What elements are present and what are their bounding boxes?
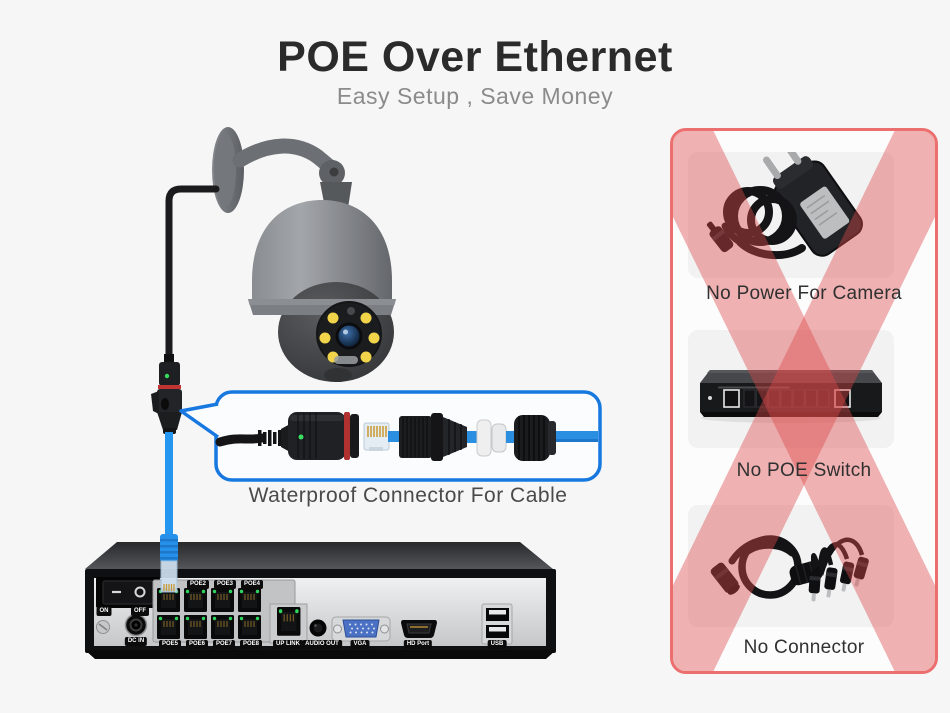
callout-bubble	[179, 390, 602, 482]
warning-panel: No Power For Camera No	[670, 128, 938, 674]
poe-port-5	[156, 614, 181, 640]
hdmi-port	[401, 620, 437, 638]
nvr-top-face	[85, 542, 553, 569]
nvr-label-poe5: POE5	[158, 640, 182, 649]
waterproof-connector-icon	[151, 354, 182, 434]
power-adapter-icon	[706, 152, 863, 260]
nvr-label-poe6: POE6	[185, 640, 209, 649]
poe-port-3	[210, 587, 235, 613]
nvr-label-poe2: POE2	[186, 580, 210, 589]
nvr-illustration	[85, 542, 556, 659]
poe-port-4	[237, 587, 262, 613]
page-title: POE Over Ethernet	[277, 33, 673, 81]
nvr-label-vga: VGA	[350, 640, 370, 649]
wall-mount-arm	[232, 138, 344, 180]
page-subtitle: Easy Setup , Save Money	[336, 83, 614, 109]
poe-port-2	[183, 587, 208, 613]
callout-label: Waterproof Connector For Cable	[248, 484, 568, 507]
camera-dome	[252, 200, 392, 304]
connector-assembly-icon	[215, 412, 598, 461]
poe-port-8	[237, 614, 262, 640]
vga-port	[331, 616, 391, 642]
warning-item-splitter	[688, 505, 894, 627]
ptz-camera-illustration	[212, 127, 396, 382]
ground-screw	[96, 620, 110, 634]
nvr-label-dc-in: DC IN	[124, 637, 148, 646]
warning-label-splitter: No Connector	[743, 637, 865, 658]
nvr-label-usb: USB	[487, 640, 507, 649]
nvr-label-poe8: POE8	[239, 640, 263, 649]
poe-switch-icon	[700, 370, 882, 423]
camera-cable	[165, 185, 220, 364]
nvr-label-uplink: UP LINK	[273, 640, 303, 649]
uplink-port	[276, 606, 302, 637]
dc-splitter-icon	[710, 535, 870, 602]
poe-port-6	[183, 614, 208, 640]
audio-out-jack	[309, 619, 327, 637]
warning-label-switch: No POE Switch	[736, 460, 872, 481]
warning-item-switch	[688, 330, 894, 448]
nvr-label-on: ON	[96, 607, 112, 616]
rj45-plug-icon	[160, 534, 178, 593]
camera-lens	[316, 301, 382, 367]
nvr-label-off: OFF	[131, 607, 149, 616]
nvr-label-hd-port: HD Port	[403, 640, 433, 649]
poe-port-7	[210, 614, 235, 640]
warning-label-power: No Power For Camera	[706, 283, 902, 304]
nvr-label-poe3: POE3	[213, 580, 237, 589]
power-switch	[96, 577, 160, 608]
usb-ports	[481, 603, 513, 645]
nvr-label-poe4: POE4	[240, 580, 264, 589]
nvr-label-audio-out: AUDIO OUT	[302, 640, 342, 649]
nvr-label-poe7: POE7	[212, 640, 236, 649]
warning-item-power	[688, 152, 894, 278]
dc-in-jack	[124, 613, 148, 637]
